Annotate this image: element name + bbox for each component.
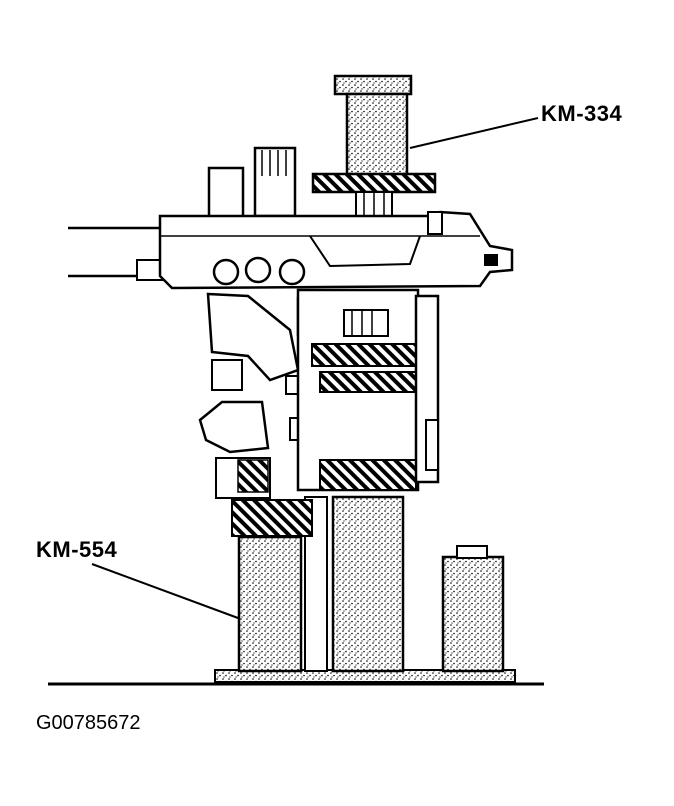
- gear-stack: [231, 288, 440, 537]
- intermediate-plate: [158, 210, 514, 290]
- press-tool-km334: [311, 74, 437, 221]
- figure-id: G00785672: [36, 712, 141, 734]
- main-shaft: [68, 226, 168, 281]
- inner-post: [304, 496, 328, 672]
- output-shaft-stub: [207, 146, 297, 220]
- base-plate: [48, 669, 544, 686]
- callout-km554: KM-554: [36, 537, 118, 562]
- leader-line-km554: [91, 563, 239, 619]
- support-column-right: [441, 545, 505, 673]
- support-column-km554: [237, 535, 303, 673]
- leader-line-km334: [409, 117, 539, 149]
- callout-km334: KM-334: [541, 101, 623, 126]
- support-column-center: [331, 495, 405, 673]
